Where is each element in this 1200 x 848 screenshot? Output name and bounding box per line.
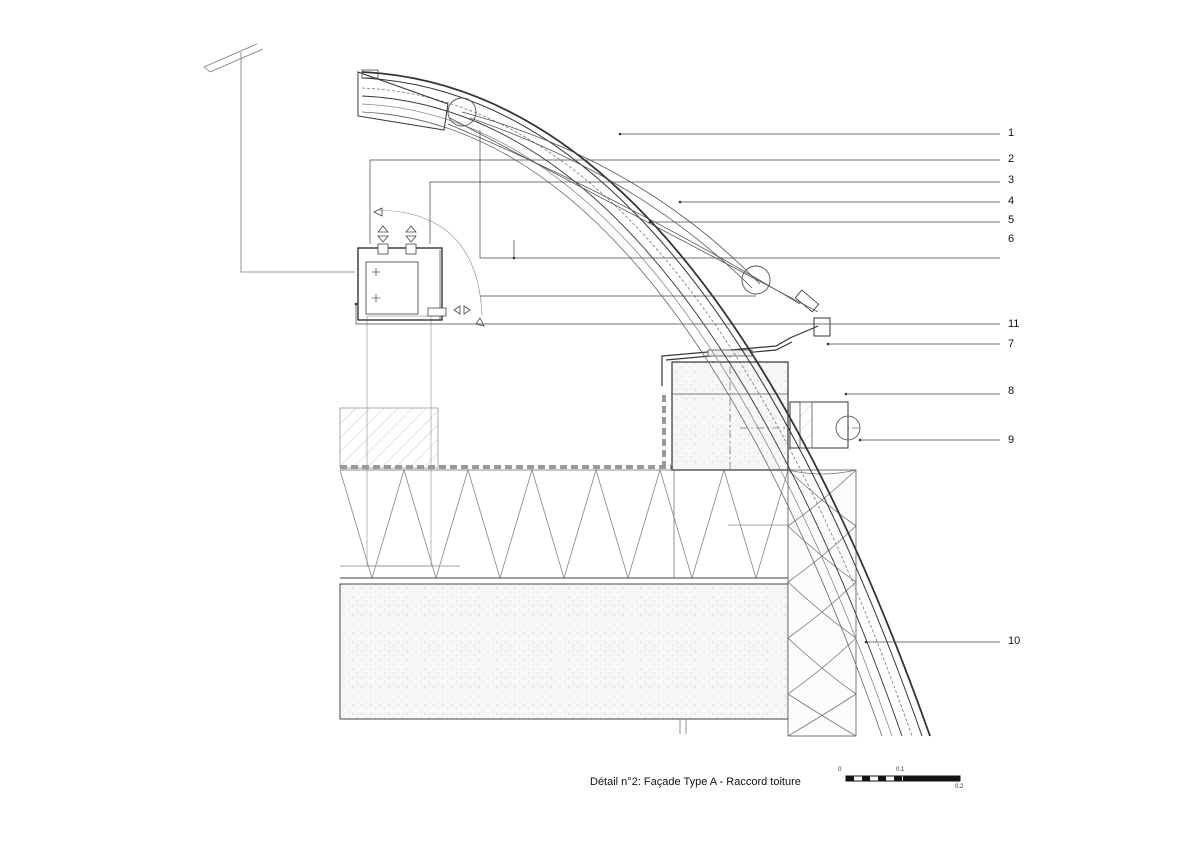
coping-flashing: [661, 325, 819, 386]
callout-4: 4: [1008, 195, 1015, 207]
scale-label-0-1: 0.1: [896, 767, 905, 773]
scale-label-0: 0: [838, 767, 842, 773]
callout-11: 11: [1008, 318, 1020, 330]
concrete-slab: [339, 583, 789, 720]
scale-bar: [845, 775, 961, 782]
actuator-box: [357, 207, 485, 327]
callout-6: 6: [1008, 233, 1015, 245]
callout-5: 5: [1008, 214, 1015, 226]
curved-facade-layers: [361, 71, 931, 737]
zigzag-insulation: [339, 468, 789, 580]
arch-members: [447, 111, 819, 313]
callout-1: 1: [1008, 127, 1015, 139]
hinge-bottom: [741, 265, 771, 295]
left-guard-line: [203, 43, 355, 273]
callout-3: 3: [1008, 174, 1015, 186]
callout-8: 8: [1008, 385, 1015, 397]
scale-label-0-2: 0.2: [955, 784, 964, 790]
callout-10: 10: [1008, 635, 1021, 647]
callout-9: 9: [1008, 434, 1015, 446]
callout-7: 7: [1008, 338, 1015, 350]
drawing-caption: Détail n°2: Façade Type A - Raccord toit…: [590, 776, 801, 788]
timber-block: [339, 407, 439, 469]
leader-lines: [355, 130, 1000, 643]
insulation-batts: [787, 469, 857, 737]
callout-2: 2: [1008, 153, 1015, 165]
steel-bracket: [789, 401, 849, 449]
leader-dots: [354, 132, 868, 644]
hinge-top: [447, 97, 477, 127]
